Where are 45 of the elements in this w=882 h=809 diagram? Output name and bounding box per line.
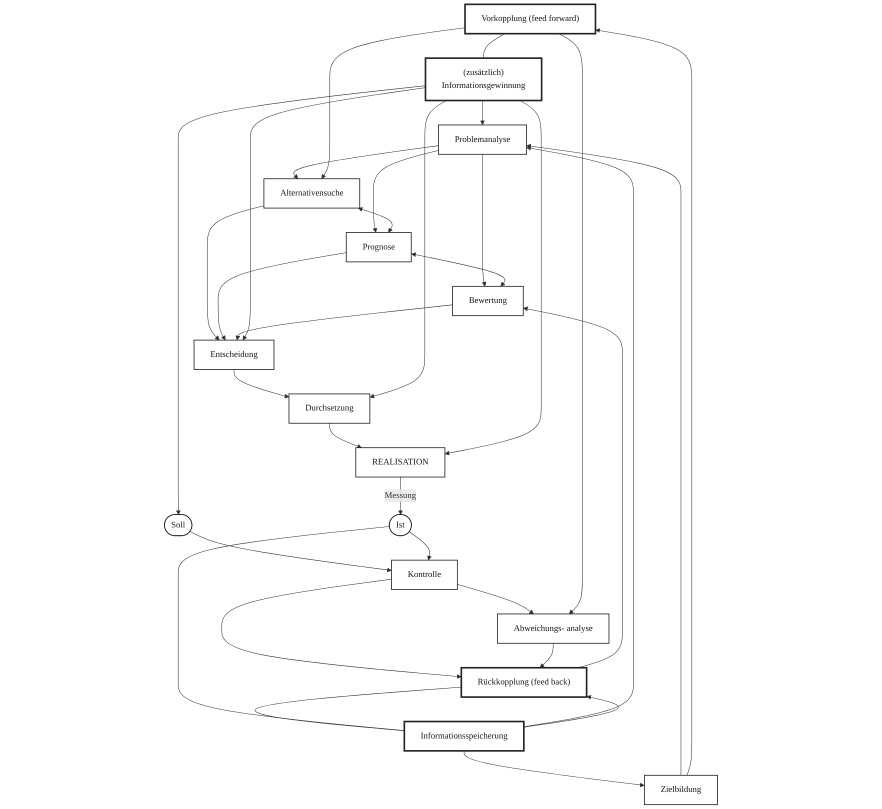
node-box: Alternativensuche	[263, 178, 360, 208]
node-box: Bewertung	[452, 286, 524, 316]
arrow	[526, 144, 682, 776]
arrow	[540, 643, 554, 668]
arrow	[595, 28, 692, 776]
arrow	[411, 252, 506, 287]
connector	[483, 33, 506, 58]
arrow	[236, 304, 453, 340]
arrow	[457, 584, 534, 614]
node-box: Abweichungs- analyse	[497, 614, 610, 644]
arrow	[523, 306, 623, 668]
arrow	[321, 28, 466, 179]
node-box: Durchsetzung	[288, 394, 370, 424]
arrow	[242, 87, 426, 340]
arrow	[358, 207, 393, 233]
node-box: Rückkopplung (feed back)	[460, 666, 588, 698]
arrow	[234, 369, 290, 398]
arrow	[370, 100, 447, 398]
arrow	[372, 150, 439, 233]
node-box: Entscheidung	[194, 340, 274, 370]
arrow	[444, 100, 542, 456]
arrow	[190, 531, 392, 572]
arrow	[482, 154, 486, 287]
connector	[178, 526, 405, 731]
arrow	[464, 750, 645, 788]
arrow	[221, 578, 462, 679]
arrow	[409, 532, 432, 560]
node-box: Problemanalyse	[438, 124, 527, 155]
node-box: Informationsspeicherung	[404, 720, 525, 752]
arrow	[480, 100, 485, 126]
connector	[254, 686, 462, 732]
node-box: Prognose	[346, 232, 412, 262]
arrow	[206, 205, 264, 340]
node-box: (zusätzlich) Informationsgewinnung	[424, 57, 542, 102]
arrow	[558, 33, 583, 614]
arrow	[293, 145, 439, 179]
node-box: Zielbildung	[644, 774, 718, 806]
node-box: REALISATION	[355, 447, 446, 478]
arrow	[524, 695, 618, 728]
arrow	[329, 422, 362, 448]
arrow	[524, 146, 634, 727]
edge-label: Messung	[384, 490, 416, 500]
node-box: Vorkopplung (feed forward)	[464, 4, 596, 34]
node-box: Kontrolle	[391, 560, 458, 590]
arrow	[218, 252, 347, 340]
